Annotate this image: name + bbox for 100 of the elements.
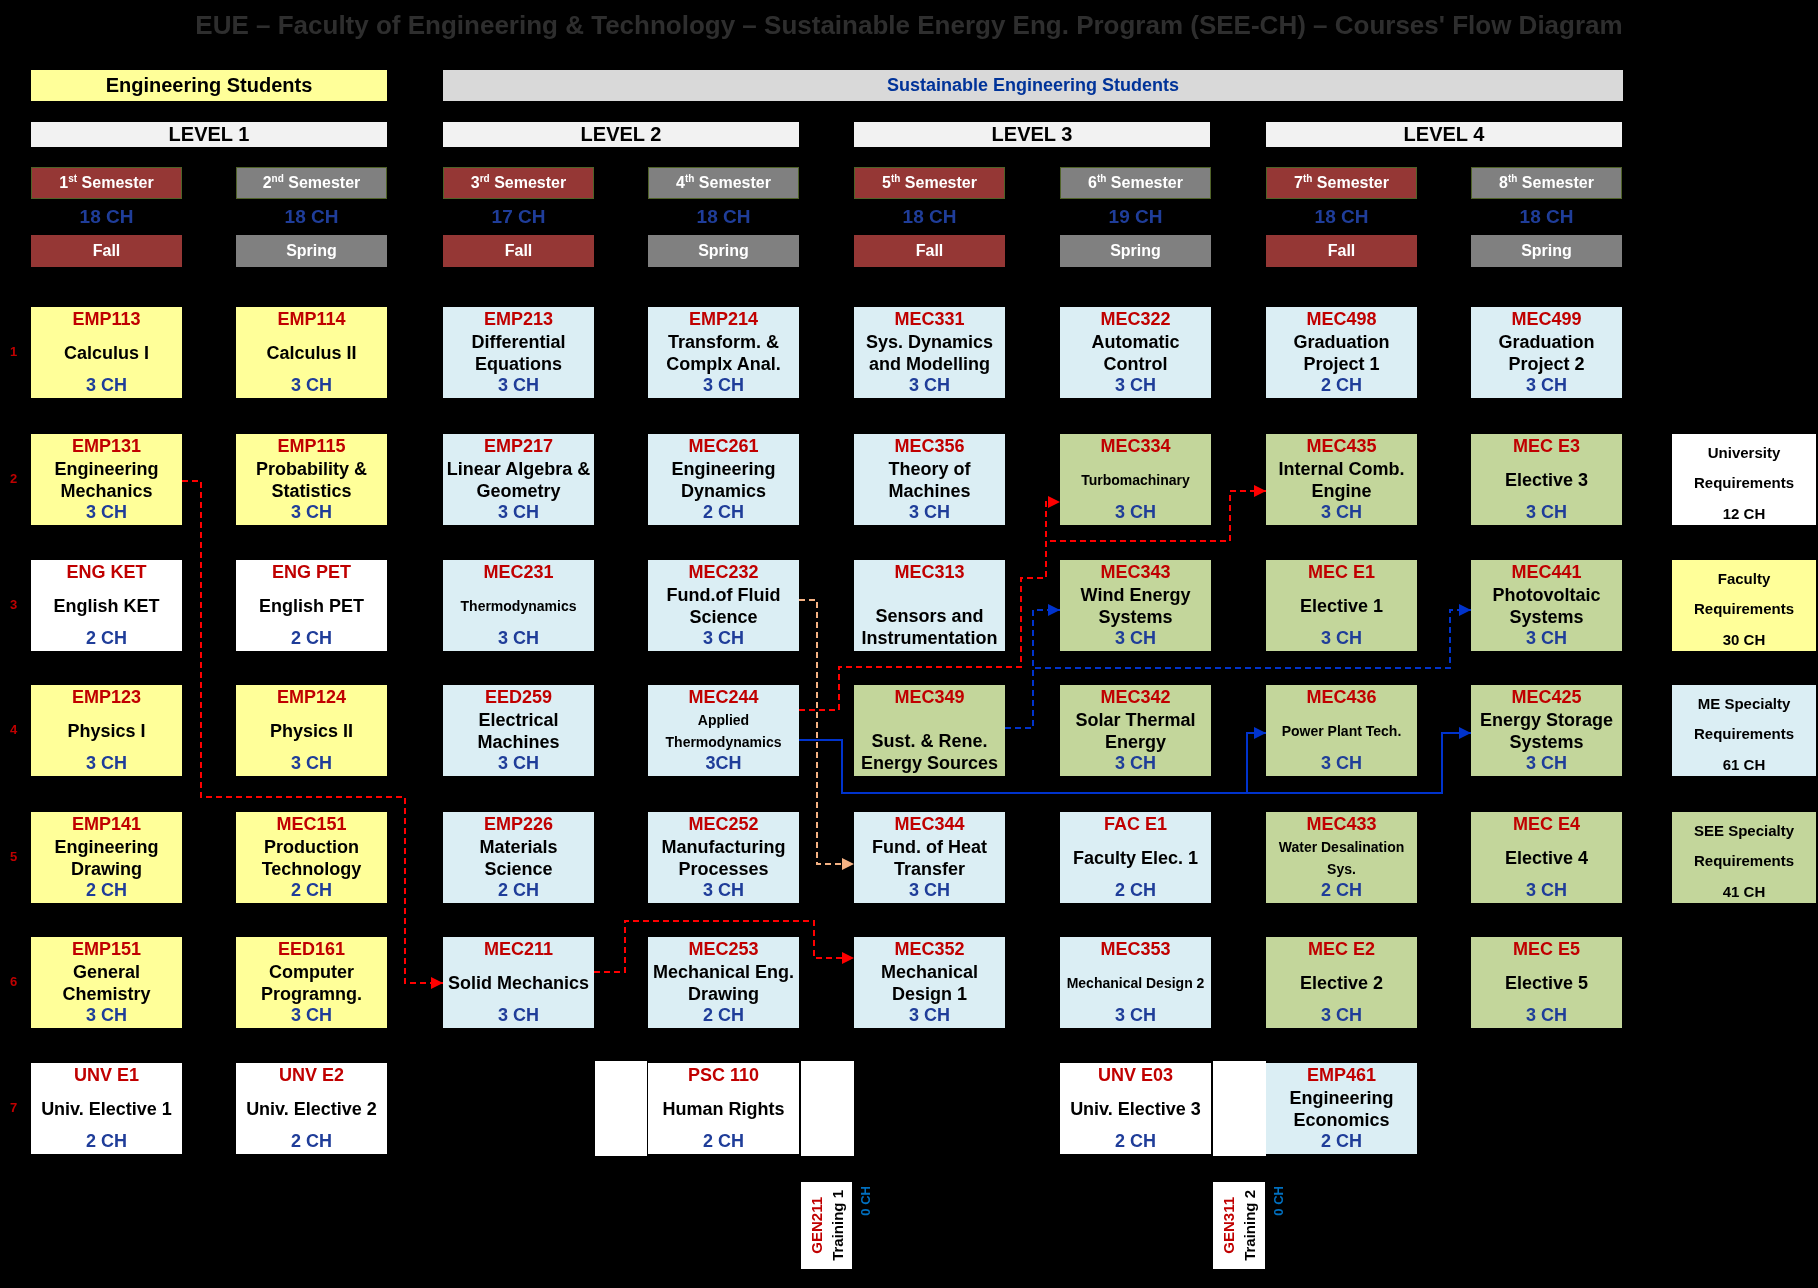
blank-box: [1213, 1061, 1266, 1156]
course-code: GEN211: [807, 1197, 825, 1254]
course-code: MEC342: [1100, 687, 1171, 708]
credit-hours: 3 CH: [1526, 502, 1567, 523]
course-code: PSC 110: [687, 1065, 760, 1086]
course-box: [648, 685, 799, 776]
course-title: Graduation Project 1: [1292, 330, 1391, 375]
course-box: [648, 434, 799, 525]
credit-hours: 3 CH: [1321, 628, 1362, 649]
course-box: [1266, 307, 1417, 398]
course-box: [854, 685, 1005, 776]
credit-hours: 2 CH: [86, 880, 127, 901]
course-title: Water Desalination Sys.: [1277, 837, 1406, 879]
course-code: MEC356: [894, 436, 965, 457]
course-code: MEC436: [1306, 687, 1377, 708]
course-box: [1471, 685, 1622, 776]
credit-hours: 3 CH: [291, 1005, 332, 1026]
row-number: 4: [10, 722, 18, 737]
course-code: MEC334: [1100, 436, 1171, 457]
course-code: MEC E3: [1513, 436, 1580, 457]
course-code: MEC261: [688, 436, 759, 457]
course-code: EMP151: [71, 939, 141, 960]
credit-hours: 2 CH: [1321, 1131, 1362, 1152]
course-title: Automatic Control: [1090, 330, 1181, 375]
credit-hours: 3 CH: [1526, 375, 1567, 396]
course-code: MEC151: [276, 814, 347, 835]
credit-hours: 2 CH: [1115, 1131, 1156, 1152]
course-code: MEC313: [894, 562, 965, 583]
course-title: English KET: [53, 594, 160, 617]
credit-hours: 18 CH: [1313, 206, 1370, 228]
course-box: [31, 937, 182, 1028]
blank-box: [801, 1061, 854, 1156]
course-box: [31, 307, 182, 398]
course-box: [854, 937, 1005, 1028]
credit-hours: 18 CH: [901, 206, 958, 228]
course-title: Calculus II: [266, 341, 357, 364]
course-title: Engineering Drawing: [53, 835, 160, 880]
credit-hours: 2 CH: [703, 1131, 744, 1152]
credit-hours: 3 CH: [498, 502, 539, 523]
course-code: EMP217: [483, 436, 553, 457]
course-box: [236, 937, 387, 1028]
course-box: [1471, 307, 1622, 398]
course-box: [1060, 685, 1211, 776]
course-title: English PET: [259, 594, 364, 617]
credit-hours: 3 CH: [703, 628, 744, 649]
course-title: Fund. of Heat Transfer: [871, 835, 988, 880]
course-title: Power Plant Tech.: [1281, 721, 1402, 741]
season-box: Spring: [1471, 235, 1622, 267]
course-box: [31, 812, 182, 903]
training-box: [801, 1182, 852, 1269]
course-title: Electrical Machines: [476, 708, 561, 753]
credit-hours: 19 CH: [1107, 206, 1164, 228]
credit-hours: 2 CH: [703, 502, 744, 523]
course-box: [236, 812, 387, 903]
semester-box: 6$^{th}$ Semester: [1060, 167, 1211, 199]
course-box: [443, 307, 594, 398]
credit-hours: 30 CH: [1722, 630, 1766, 648]
course-code: MEC499: [1511, 309, 1582, 330]
season-box: Fall: [443, 235, 594, 267]
course-title: Energy Storage Systems: [1478, 708, 1614, 753]
course-code: EMP213: [483, 309, 553, 330]
course-code: MEC231: [483, 562, 554, 583]
credit-hours: 3 CH: [86, 1005, 127, 1026]
course-code: MEC E5: [1513, 939, 1580, 960]
course-code: UNV E03: [1097, 1065, 1173, 1086]
course-code: EMP214: [688, 309, 758, 330]
course-title: Elective 1: [1299, 594, 1384, 617]
course-box: [1266, 685, 1417, 776]
course-title: Probability & Statistics: [255, 457, 368, 502]
row-number: 6: [10, 974, 18, 989]
course-box: [31, 560, 182, 651]
course-box: [236, 307, 387, 398]
credit-hours: 3 CH: [498, 753, 539, 774]
course-code: EMP226: [483, 814, 553, 835]
course-box: [1266, 560, 1417, 651]
course-code: UNV E1: [74, 1065, 139, 1086]
course-box: [31, 685, 182, 776]
course-box: [443, 937, 594, 1028]
course-title: Production Technology: [260, 835, 363, 880]
credit-hours: 3 CH: [1115, 628, 1156, 649]
course-title: Human Rights: [662, 1097, 785, 1120]
credit-hours: 3 CH: [1115, 375, 1156, 396]
course-box: [1060, 812, 1211, 903]
credit-hours: 3 CH: [1526, 753, 1567, 774]
course-title: Engineering Mechanics: [53, 457, 160, 502]
requirement-box: [1672, 812, 1816, 903]
course-title: Univ. Elective 1: [41, 1097, 172, 1120]
credit-hours: 2 CH: [498, 880, 539, 901]
season-box: Spring: [236, 235, 387, 267]
semester-box: 3$^{rd}$ Semester: [443, 167, 594, 199]
credit-hours: 3 CH: [291, 375, 332, 396]
course-title: Elective 5: [1504, 971, 1589, 994]
course-box: [31, 434, 182, 525]
course-code: MEC435: [1306, 436, 1377, 457]
credit-hours: 2 CH: [86, 628, 127, 649]
course-box: [854, 434, 1005, 525]
course-title: Graduation Project 2: [1497, 330, 1596, 375]
course-box: [236, 434, 387, 525]
course-box: [443, 812, 594, 903]
course-code: EMP131: [71, 436, 141, 457]
